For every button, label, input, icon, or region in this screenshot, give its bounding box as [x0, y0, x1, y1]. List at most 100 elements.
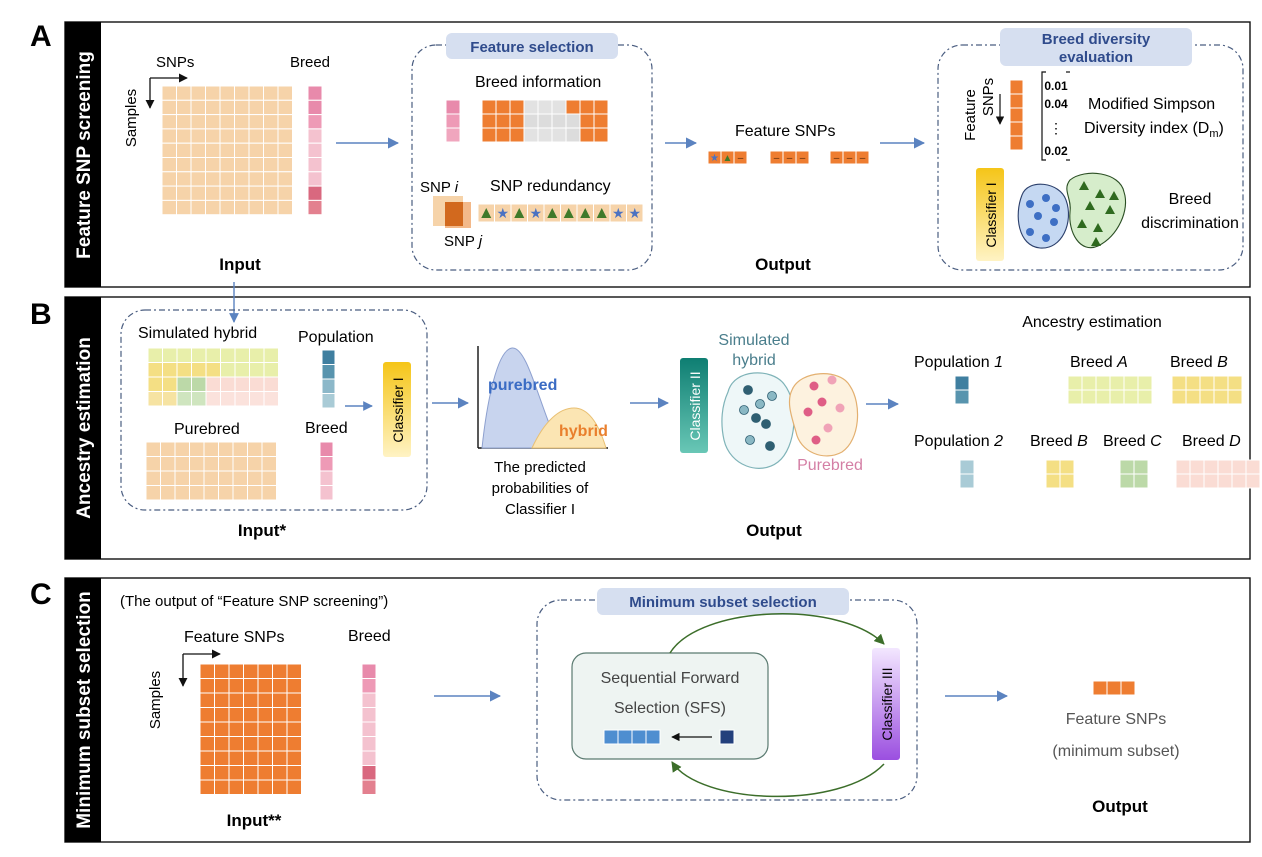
matrix-cell — [243, 678, 259, 694]
matrix-cell — [1133, 459, 1149, 475]
matrix-cell — [189, 470, 205, 486]
purebred-point — [803, 407, 813, 417]
matrix-cell — [579, 99, 595, 115]
matrix-cell — [1109, 375, 1125, 391]
simulated-hybrid-cluster-2: hybrid — [732, 352, 776, 369]
matrix-cell — [214, 692, 230, 708]
hybrid-point — [767, 391, 777, 401]
matrix-cell — [162, 391, 178, 407]
matrix-cell — [205, 376, 221, 392]
matrix-cell — [228, 721, 244, 737]
msdi-line-2: Diversity index (Dm) — [1084, 120, 1224, 140]
column-cell — [1009, 79, 1024, 95]
dash-marker: – — [787, 153, 793, 164]
matrix-cell — [214, 765, 230, 781]
matrix-cell — [219, 171, 235, 187]
panel-c-side-title: Minimum subset selection — [74, 591, 95, 829]
matrix-cell — [481, 113, 497, 129]
matrix-cell — [523, 99, 539, 115]
column-cell — [954, 375, 970, 391]
triangle-marker — [547, 208, 558, 218]
matrix-cell — [579, 127, 595, 143]
matrix-cell — [190, 185, 206, 201]
breed-diversity-title-2: evaluation — [1059, 49, 1133, 66]
hybrid-point — [755, 399, 765, 409]
feature-snps-column — [1009, 79, 1024, 151]
purebred-curve — [481, 347, 561, 449]
matrix-cell — [205, 347, 221, 363]
column-cell — [361, 736, 377, 752]
population-2-label: Population 2 — [914, 433, 1003, 450]
matrix-cell — [523, 113, 539, 129]
output-b-label: Output — [746, 521, 802, 540]
matrix-cell — [219, 99, 235, 116]
column-cell — [307, 85, 323, 101]
matrix-cell — [160, 456, 176, 472]
triangle-marker — [514, 208, 525, 218]
matrix-cell — [1175, 459, 1191, 475]
breed-discrimination-1: Breed — [1169, 191, 1212, 208]
pred-line-3: Classifier I — [505, 501, 575, 518]
breed-b-top-label: Breed B — [1170, 354, 1228, 371]
loop-arrow-top — [669, 613, 885, 654]
matrix-cell — [203, 456, 219, 472]
blue-point — [1052, 204, 1060, 212]
cluster-green — [1066, 172, 1126, 249]
matrix-cell — [263, 347, 279, 363]
matrix-cell — [277, 85, 293, 101]
output-c-label: Output — [1092, 797, 1148, 816]
purebred-point — [835, 403, 845, 413]
matrix-cell — [199, 707, 215, 723]
matrix-cell — [219, 199, 235, 216]
blue-point — [1026, 200, 1034, 208]
matrix-cell — [257, 692, 273, 708]
matrix-cell — [1185, 389, 1201, 405]
matrix-cell — [272, 765, 288, 781]
matrix-cell — [161, 142, 177, 158]
matrix-cell — [234, 157, 250, 173]
matrix-cell — [248, 142, 264, 158]
sfs-selected-cell — [617, 729, 633, 745]
matrix-cell — [593, 113, 609, 129]
column-cell — [307, 99, 323, 116]
matrix-cell — [509, 127, 525, 143]
matrix-cell — [147, 391, 163, 407]
matrix-cell — [1231, 473, 1247, 489]
matrix-cell — [205, 114, 221, 130]
matrix-cell — [205, 362, 221, 378]
classifier-1-label: Classifier I — [983, 182, 999, 247]
matrix-cell — [277, 114, 293, 130]
column-cell — [319, 470, 334, 486]
matrix-cell — [219, 157, 235, 173]
matrix-cell — [228, 678, 244, 694]
column-cell — [1009, 135, 1024, 151]
matrix-cell — [199, 736, 215, 752]
dash-marker: – — [738, 153, 744, 164]
matrix-cell — [1059, 473, 1075, 489]
column-cell — [1009, 121, 1024, 137]
matrix-cell — [286, 663, 302, 679]
matrix-cell — [174, 485, 190, 501]
matrix-cell — [1119, 459, 1135, 475]
matrix-cell — [1171, 375, 1187, 391]
green-point — [1095, 189, 1105, 198]
breed-information-matrix — [481, 99, 609, 143]
matrix-cell — [243, 736, 259, 752]
panel-c-note: (The output of “Feature SNP screening”) — [120, 593, 388, 610]
hybrid-point — [739, 405, 749, 415]
purebred-point — [817, 397, 827, 407]
blue-point — [1042, 234, 1050, 242]
classifier-3-box — [872, 648, 900, 760]
matrix-cell — [272, 721, 288, 737]
matrix-cell — [272, 779, 288, 795]
matrix-cell — [176, 114, 192, 130]
matrix-cell — [190, 128, 206, 144]
matrix-cell — [286, 765, 302, 781]
column-cell — [307, 128, 323, 144]
matrix-cell — [205, 99, 221, 116]
matrix-cell — [219, 128, 235, 144]
snp-j-label: SNP j — [444, 233, 483, 250]
star-marker: ★ — [612, 205, 625, 221]
matrix-cell — [551, 99, 567, 115]
